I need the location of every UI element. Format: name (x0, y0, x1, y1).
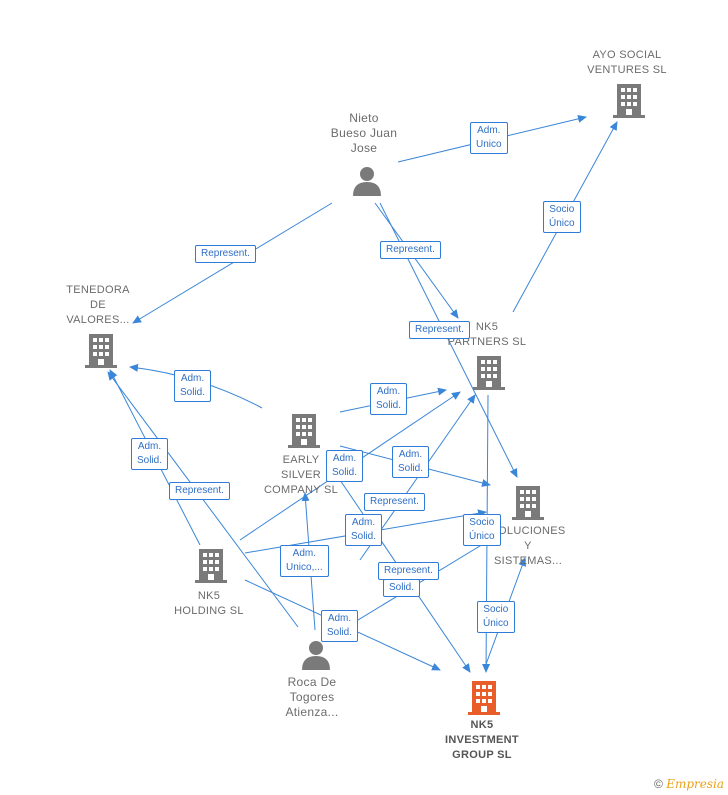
edge-label-represent[interactable]: Represent. (380, 241, 441, 259)
edge-label-represent[interactable]: Represent. (195, 245, 256, 263)
node-label-soluciones[interactable]: SOLUCIONES Y SISTEMAS... (490, 525, 566, 567)
edge-label-adm-solid[interactable]: Adm. Solid. (345, 514, 383, 546)
edge-label-socio-unico[interactable]: Socio Único (463, 514, 501, 546)
copyright-symbol: © (654, 777, 663, 791)
edge-label-represent[interactable]: Represent. (409, 321, 470, 339)
company-icon[interactable] (85, 334, 117, 373)
person-icon[interactable] (301, 640, 331, 675)
company-icon[interactable] (288, 414, 320, 453)
edge-label-represent[interactable]: Represent. (364, 493, 425, 511)
edge-label-represent[interactable]: Represent. (169, 482, 230, 500)
company-icon[interactable] (613, 84, 645, 123)
node-label-roca-de-togores[interactable]: Roca De Togores Atienza... (285, 675, 339, 719)
edge-label-adm-solid[interactable]: Adm. Solid. (326, 450, 364, 482)
empresia-logo[interactable]: Empresia (666, 777, 724, 791)
node-label-nk5-investment[interactable]: NK5 INVESTMENT GROUP SL (445, 719, 519, 761)
edge-label-adm-solid[interactable]: Adm. Solid. (392, 446, 430, 478)
node-label-nieto-bueso[interactable]: Nieto Bueso Juan Jose (330, 111, 398, 155)
node-label-nk5-partners[interactable]: NK5 PARTNERS SL (447, 321, 527, 348)
edge-label-socio-unico[interactable]: Socio Único (477, 601, 515, 633)
edge-label-represent[interactable]: Represent. (378, 562, 439, 580)
company-icon[interactable] (512, 486, 544, 525)
edge-label-adm-solid[interactable]: Adm. Solid. (174, 370, 212, 402)
edge-label-socio-unico[interactable]: Socio Único (543, 201, 581, 233)
focus-company-icon[interactable] (468, 681, 500, 720)
edge-label-adm-solid[interactable]: Adm. Solid. (131, 438, 169, 470)
edge-label-adm-unico[interactable]: Adm. Unico (470, 122, 508, 154)
node-label-early-silver[interactable]: EARLY SILVER COMPANY SL (263, 454, 339, 496)
edge-label-adm-unico-more[interactable]: Adm. Unico,... (280, 545, 329, 577)
edge-line (374, 202, 459, 319)
node-label-nk5-holding[interactable]: NK5 HOLDING SL (174, 590, 244, 617)
edge-label-adm-solid[interactable]: Adm. Solid. (370, 383, 408, 415)
copyright-notice: © Empresia (654, 777, 724, 791)
company-icon[interactable] (473, 356, 505, 395)
node-label-tenedora[interactable]: TENEDORA DE VALORES... (66, 284, 130, 326)
company-icon[interactable] (195, 549, 227, 588)
edge-label-solid[interactable]: Solid. (383, 579, 421, 597)
edge-line (132, 202, 333, 324)
person-icon[interactable] (352, 166, 382, 201)
node-label-ayo-social-ventures[interactable]: AYO SOCIAL VENTURES SL (587, 49, 667, 76)
edge-label-adm-solid[interactable]: Adm. Solid. (321, 610, 359, 642)
